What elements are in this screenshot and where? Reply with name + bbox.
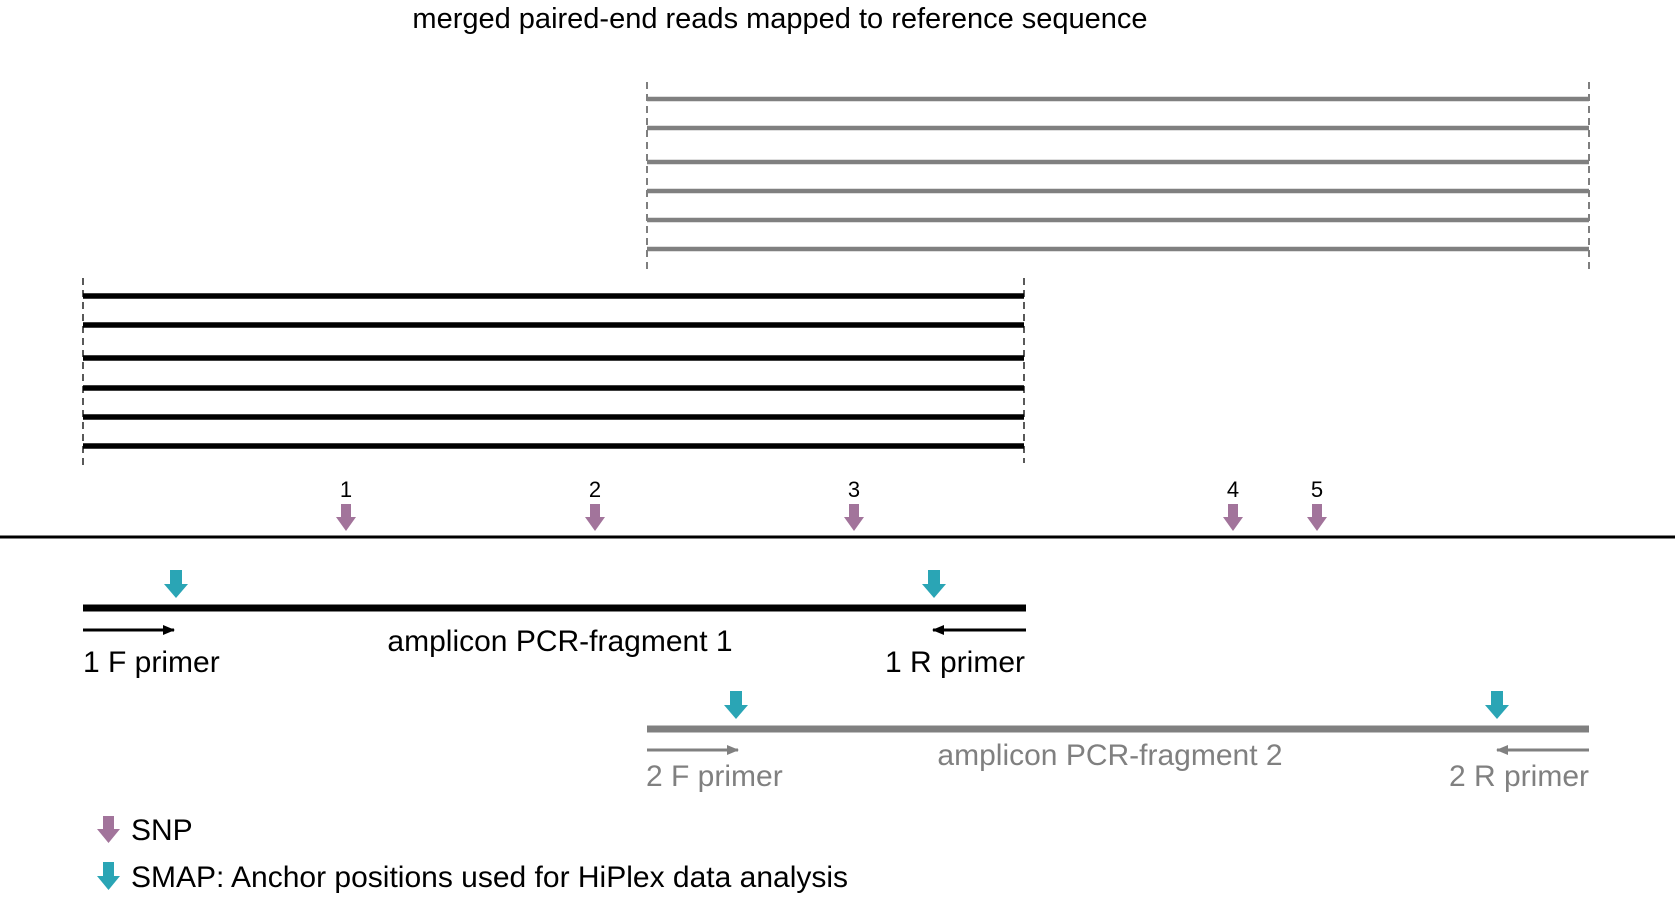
snp-arrow-icon — [844, 504, 864, 531]
legend-smap-icon — [97, 862, 120, 890]
fragment2-label: amplicon PCR-fragment 2 — [937, 739, 1282, 772]
smap-anchor-icon — [164, 570, 188, 598]
fragment2-reverse-primer-label: 2 R primer — [1449, 760, 1589, 793]
fragment1-forward-primer-label: 1 F primer — [83, 646, 220, 679]
snp-label: 5 — [1311, 477, 1323, 502]
snp-label: 3 — [848, 477, 860, 502]
legend-snp-icon — [97, 816, 120, 843]
snp-markers: 1 2 3 4 5 — [336, 477, 1327, 531]
fragment1-label: amplicon PCR-fragment 1 — [387, 625, 732, 658]
smap-anchor-icon — [1485, 691, 1509, 719]
fragment1-amplicon: amplicon PCR-fragment 1 1 F primer 1 R p… — [83, 570, 1026, 679]
snp-label: 4 — [1227, 477, 1239, 502]
snp-arrow-icon — [1307, 504, 1327, 531]
snp-label: 1 — [340, 477, 352, 502]
smap-anchor-icon — [724, 691, 748, 719]
fragment1-reverse-primer-label: 1 R primer — [885, 646, 1025, 679]
legend: SNP SMAP: Anchor positions used for HiPl… — [97, 814, 848, 894]
legend-snp-label: SNP — [131, 814, 193, 847]
smap-anchor-icon — [922, 570, 946, 598]
fragment1-reads — [82, 278, 1025, 465]
fragment2-reads — [646, 82, 1590, 272]
snp-arrow-icon — [1223, 504, 1243, 531]
snp-arrow-icon — [585, 504, 605, 531]
snp-label: 2 — [589, 477, 601, 502]
diagram-title: merged paired-end reads mapped to refere… — [412, 3, 1147, 35]
fragment2-amplicon: amplicon PCR-fragment 2 2 F primer 2 R p… — [646, 691, 1589, 793]
legend-smap-label: SMAP: Anchor positions used for HiPlex d… — [131, 861, 848, 894]
snp-arrow-icon — [336, 504, 356, 531]
fragment2-forward-primer-label: 2 F primer — [646, 760, 783, 793]
